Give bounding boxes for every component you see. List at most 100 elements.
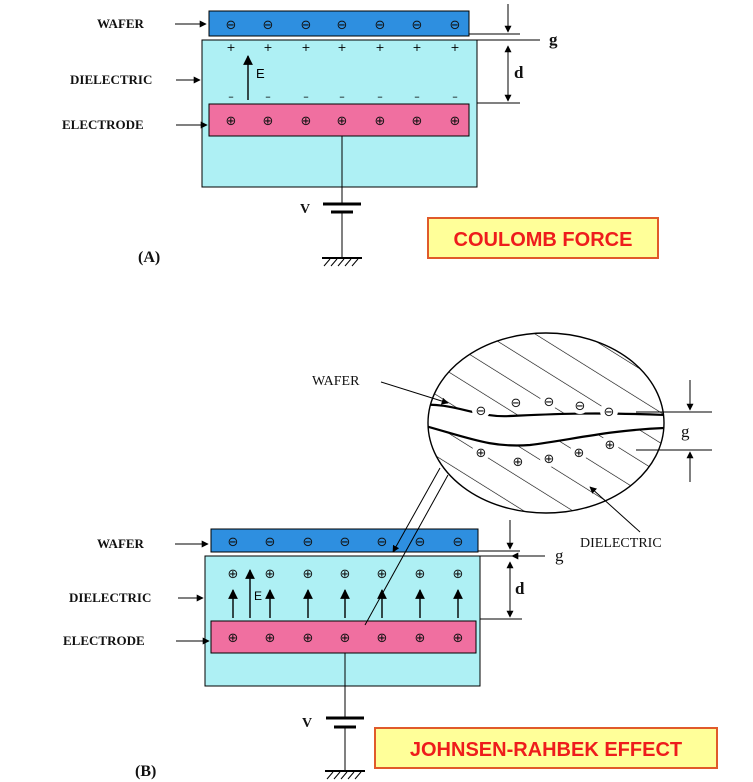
charge-plus: ⊕	[415, 631, 426, 646]
zoom-gap-label: g	[681, 422, 690, 441]
field-arrows-b	[228, 569, 463, 618]
wafer-b	[210, 528, 479, 553]
charge-minus: ⊖	[375, 18, 386, 33]
charge-minus: –	[339, 90, 345, 103]
panel-label-b: (B)	[135, 763, 156, 780]
voltage-label-a: V	[300, 202, 310, 217]
charge-minus: ⊖	[340, 535, 351, 550]
charge-minus: –	[303, 90, 309, 103]
dielectric-charges-b: ⊕ ⊕ ⊕ ⊕ ⊕ ⊕ ⊕	[228, 567, 464, 582]
electrode-label-a: ELECTRODE	[62, 117, 144, 132]
charge-plus: +	[226, 41, 235, 54]
title-box-b	[374, 727, 718, 769]
charge-plus: +	[412, 41, 421, 54]
charge-minus: ⊖	[450, 18, 461, 33]
charge-plus: ⊕	[303, 631, 314, 646]
charge-plus: +	[450, 41, 459, 54]
charge-plus: ⊕	[377, 631, 388, 646]
wafer-label-b: WAFER	[97, 536, 145, 551]
charge-minus: ⊖	[377, 535, 388, 550]
electrode-label-b: ELECTRODE	[63, 633, 145, 648]
charge-plus: ⊕	[301, 114, 312, 129]
charge-minus: –	[452, 90, 458, 103]
dielectric-label-b: DIELECTRIC	[69, 590, 151, 605]
charge-plus: ⊕	[450, 114, 461, 129]
charge-plus: ⊕	[544, 452, 555, 467]
electrode-b	[210, 620, 477, 654]
title-a: COULOMB FORCE	[454, 229, 633, 251]
charge-minus: ⊖	[544, 395, 555, 410]
dielectric-label-a: DIELECTRIC	[70, 72, 152, 87]
charge-plus: ⊕	[263, 114, 274, 129]
wafer-a	[208, 10, 470, 37]
charge-minus: ⊖	[228, 535, 239, 550]
zoom-wafer-label: WAFER	[312, 374, 360, 389]
charge-minus: ⊖	[226, 18, 237, 33]
panel-a: ⊖ ⊖ ⊖ ⊖ ⊖ ⊖ ⊖ + + + + + + + – – – – – – …	[62, 4, 659, 267]
charge-plus: ⊕	[513, 455, 524, 470]
charge-plus: ⊕	[453, 567, 464, 582]
charge-minus: ⊖	[476, 404, 487, 419]
charge-plus: ⊕	[337, 114, 348, 129]
charge-minus: ⊖	[412, 18, 423, 33]
gap-label-b: g	[555, 546, 564, 565]
charge-plus: +	[301, 41, 310, 54]
field-label-a: E	[256, 66, 265, 81]
wafer-label-a: WAFER	[97, 16, 145, 31]
title-box-a	[427, 217, 659, 259]
electrode-charges-a: ⊕ ⊕ ⊕ ⊕ ⊕ ⊕ ⊕	[226, 114, 461, 129]
charge-minus: ⊖	[453, 535, 464, 550]
charge-plus: +	[263, 41, 272, 54]
ground-icon-b	[325, 770, 365, 780]
gap-label-a: g	[549, 30, 558, 49]
zoom-wafer-charges: ⊖ ⊖ ⊖ ⊖ ⊖	[472, 392, 618, 420]
charge-plus: ⊕	[340, 631, 351, 646]
charge-plus: +	[337, 41, 346, 54]
zoom-dielectric-charges: ⊕ ⊕ ⊕ ⊕ ⊕	[472, 435, 619, 470]
charge-minus: ⊖	[265, 535, 276, 550]
wafer-charges-b: ⊖ ⊖ ⊖ ⊖ ⊖ ⊖ ⊖	[228, 535, 464, 550]
panel-label-a: (A)	[138, 249, 160, 266]
charge-plus: ⊕	[228, 567, 239, 582]
charge-minus: ⊖	[337, 18, 348, 33]
charge-plus: ⊕	[226, 114, 237, 129]
charge-plus: ⊕	[476, 446, 487, 461]
charge-minus: –	[265, 90, 271, 103]
charge-plus: +	[375, 41, 384, 54]
voltage-label-b: V	[302, 716, 312, 731]
charge-minus: ⊖	[263, 18, 274, 33]
zoom-bubble: ⊖ ⊖ ⊖ ⊖ ⊖ ⊕ ⊕ ⊕ ⊕ ⊕	[427, 332, 665, 514]
charge-plus: ⊕	[265, 631, 276, 646]
zoom-dielectric-pointer	[589, 486, 641, 533]
charge-plus: ⊕	[375, 114, 386, 129]
charge-plus: ⊕	[228, 631, 239, 646]
charge-minus: ⊖	[511, 396, 522, 411]
d-label-a: d	[514, 63, 524, 82]
charge-plus: ⊕	[303, 567, 314, 582]
charge-minus: –	[377, 90, 383, 103]
charge-minus: ⊖	[575, 399, 586, 414]
charge-minus: ⊖	[303, 535, 314, 550]
panel-b: ⊖ ⊖ ⊖ ⊖ ⊖ ⊖ ⊖ ⊕ ⊕ ⊕ ⊕ ⊕ ⊕ ⊕	[63, 332, 718, 780]
zoom-callout-line-right	[364, 474, 449, 626]
electrode-charges-b: ⊕ ⊕ ⊕ ⊕ ⊕ ⊕ ⊕	[228, 631, 464, 646]
ground-icon-a	[322, 257, 362, 267]
zoom-dielectric-label: DIELECTRIC	[580, 536, 662, 551]
charge-plus: ⊕	[412, 114, 423, 129]
charge-plus: ⊕	[453, 631, 464, 646]
charge-plus: ⊕	[377, 567, 388, 582]
surface-minus-charges-a: – – – – – – –	[228, 90, 458, 103]
charge-plus: ⊕	[340, 567, 351, 582]
electrode-a	[208, 103, 470, 137]
field-label-b: E	[254, 589, 262, 603]
charge-minus: ⊖	[301, 18, 312, 33]
charge-plus: ⊕	[415, 567, 426, 582]
charge-plus: ⊕	[574, 446, 585, 461]
charge-minus: –	[228, 90, 234, 103]
zoom-wafer-pointer	[380, 381, 449, 405]
d-label-b: d	[515, 579, 525, 598]
wafer-charges-a: ⊖ ⊖ ⊖ ⊖ ⊖ ⊖ ⊖	[226, 18, 461, 33]
charge-plus: ⊕	[605, 438, 616, 453]
title-b: JOHNSEN-RAHBEK EFFECT	[410, 739, 682, 761]
